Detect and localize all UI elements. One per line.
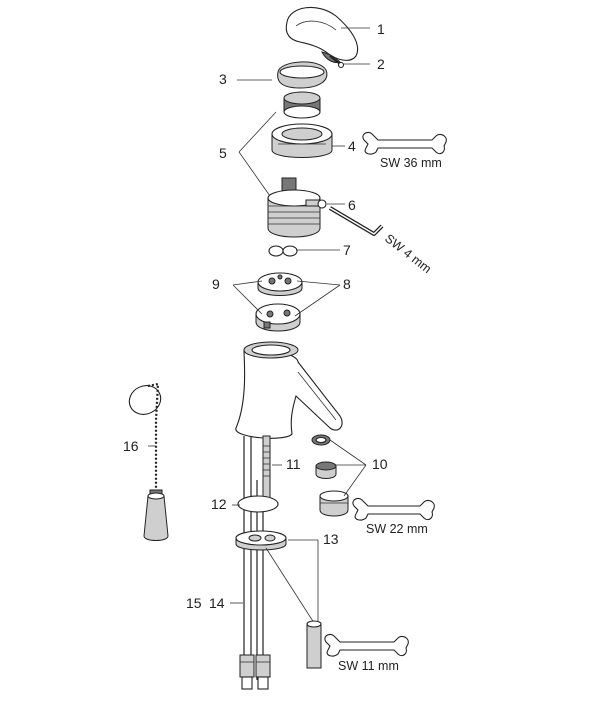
ceramic-disc-upper (257, 272, 303, 296)
label-part-9: 9 (212, 276, 220, 292)
aerator-washer (311, 434, 331, 446)
cartridge-body (267, 177, 321, 238)
handle-set-screw (329, 55, 345, 69)
aerator-insert (315, 461, 337, 479)
label-part-8: 8 (343, 276, 351, 292)
cover-cap (277, 61, 328, 89)
lever-handle (285, 6, 358, 63)
cartridge-nut (271, 123, 333, 158)
cartridge-top (283, 91, 321, 119)
chain-and-plug (128, 382, 169, 541)
ceramic-disc-lower (255, 303, 301, 332)
hex-key-icon (328, 206, 384, 236)
label-part-7: 7 (343, 242, 351, 258)
label-part-16: 16 (123, 438, 139, 454)
label-part-12: 12 (211, 496, 227, 512)
o-rings (268, 245, 298, 257)
label-part-10: 10 (372, 456, 388, 472)
fixing-plate (235, 530, 287, 551)
label-part-2: 2 (377, 56, 385, 72)
label-wrench-36: SW 36 mm (380, 156, 442, 170)
mounting-gasket (237, 495, 279, 513)
wrench-11-icon (324, 633, 409, 657)
label-part-6: 6 (348, 197, 356, 213)
mixer-body (235, 341, 343, 439)
label-part-5: 5 (219, 145, 227, 161)
aerator-housing (319, 490, 349, 517)
label-part-3: 3 (219, 71, 227, 87)
wrench-22-icon (352, 497, 435, 521)
label-part-14: 14 (209, 595, 225, 611)
label-part-13: 13 (323, 531, 339, 547)
label-wrench-22: SW 22 mm (366, 522, 428, 536)
threaded-stud (262, 435, 271, 507)
label-part-11: 11 (286, 456, 301, 472)
label-hex-key-4: SW 4 mm (382, 231, 434, 276)
label-wrench-11: SW 11 mm (338, 659, 399, 673)
wrench-36-icon (362, 131, 447, 155)
pop-up-rod (265, 547, 322, 669)
label-part-15: 15 (186, 595, 202, 611)
label-part-1: 1 (377, 21, 385, 37)
leader-lines (148, 27, 370, 622)
grub-screw (305, 199, 327, 209)
label-part-4: 4 (348, 138, 356, 154)
